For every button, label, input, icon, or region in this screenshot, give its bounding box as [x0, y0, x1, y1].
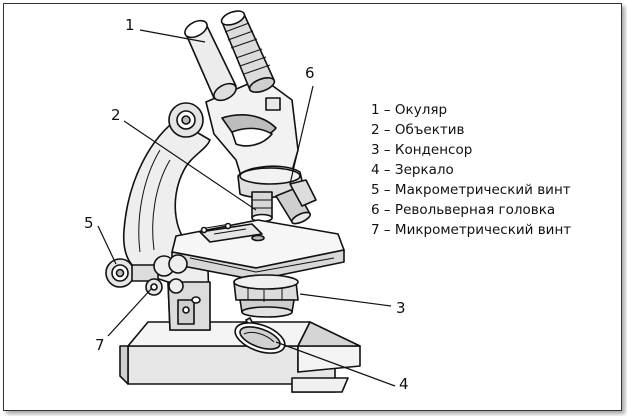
eyepieces — [184, 10, 276, 102]
callout-number-5: 5 — [84, 214, 94, 232]
callout-number-4: 4 — [399, 375, 409, 393]
objectives — [251, 179, 317, 225]
focus-knobs — [105, 254, 188, 296]
microscope-head — [205, 77, 299, 187]
parts-legend: 1 – Окуляр 2 – Объектив 3 – Конденсор 4 … — [371, 100, 616, 240]
revolving-nosepiece — [237, 165, 305, 199]
legend-item-coarse-focus: 5 – Макрометрический винт — [371, 182, 571, 198]
legend-item-eyepiece: 1 – Окуляр — [371, 102, 448, 118]
microscope-stage — [171, 219, 345, 281]
legend-item-fine-focus: 7 – Микрометрический винт — [371, 222, 572, 238]
legend-item-condenser: 3 – Конденсор — [371, 142, 473, 158]
arm-knob — [168, 102, 204, 138]
mirror — [234, 317, 286, 354]
legend-item-mirror: 4 – Зеркало — [371, 162, 454, 178]
callout-number-1: 1 — [125, 16, 135, 34]
callout-number-3: 3 — [396, 299, 406, 317]
legend-item-revolving-head: 6 – Револьверная головка — [371, 202, 556, 218]
callout-lines — [97, 29, 396, 387]
callout-number-7: 7 — [95, 336, 105, 354]
legend-item-objective: 2 – Объектив — [371, 122, 465, 138]
callout-number-6: 6 — [305, 64, 315, 82]
microscope-arm — [122, 119, 211, 331]
callout-number-2: 2 — [111, 106, 121, 124]
condenser — [233, 274, 299, 318]
